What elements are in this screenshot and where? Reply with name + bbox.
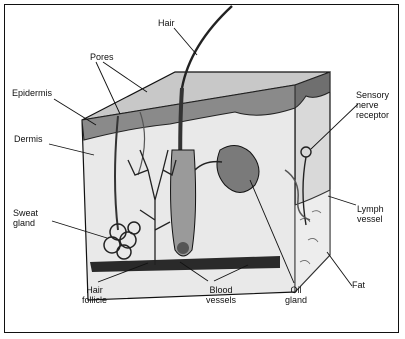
- label-pores: Pores: [90, 52, 114, 62]
- label-sensory-nerve-receptor: Sensory nerve receptor: [356, 90, 389, 120]
- fat-layer-side: [295, 190, 330, 292]
- label-fat: Fat: [352, 280, 365, 290]
- hair-bulb: [177, 242, 189, 254]
- label-dermis: Dermis: [14, 134, 43, 144]
- label-blood-vessels: Blood vessels: [206, 285, 236, 305]
- label-lymph-vessel: Lymph vessel: [357, 204, 384, 224]
- label-oil-gland: Oil gland: [285, 285, 307, 305]
- label-epidermis: Epidermis: [12, 88, 52, 98]
- label-hair-follicle: Hair follicle: [82, 285, 107, 305]
- label-sweat-gland: Sweat gland: [13, 208, 38, 228]
- label-hair: Hair: [158, 18, 175, 28]
